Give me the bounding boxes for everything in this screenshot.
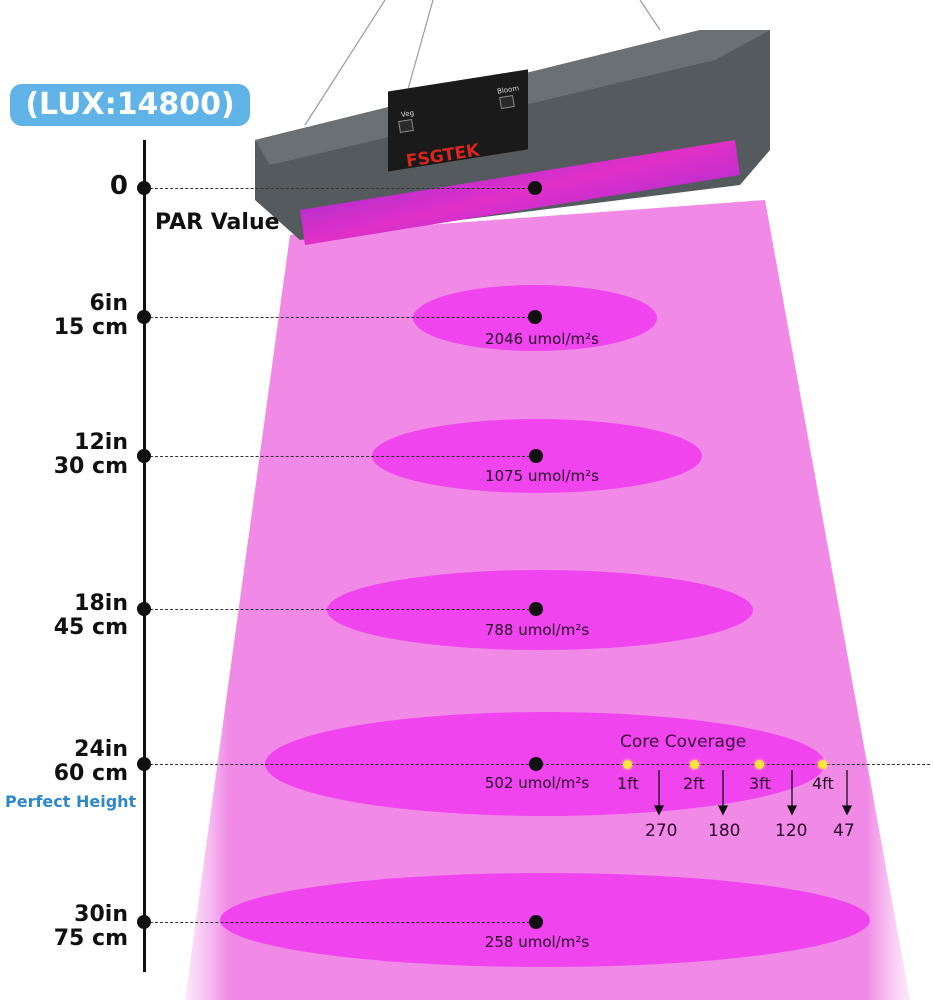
center-dot xyxy=(529,602,543,616)
coverage-value: 47 xyxy=(833,821,855,841)
hanging-wires xyxy=(304,0,661,126)
level-inch: 6in xyxy=(89,291,128,316)
level-cm: 45 cm xyxy=(53,615,128,640)
par-value: 258 umol/m²s xyxy=(484,933,590,951)
level-line xyxy=(150,188,535,189)
par-value: 2046 umol/m²s xyxy=(485,330,599,348)
level-inch: 12in xyxy=(74,430,128,455)
coverage-dot xyxy=(690,760,699,769)
coverage-dot xyxy=(623,760,632,769)
coverage-distance: 4ft xyxy=(812,774,834,793)
axis-tick xyxy=(137,181,151,195)
center-dot xyxy=(528,310,542,324)
core-coverage-title: Core Coverage xyxy=(620,732,747,752)
center-dot xyxy=(529,757,543,771)
axis-tick xyxy=(137,310,151,324)
level-cm: 30 cm xyxy=(53,454,128,479)
axis-tick xyxy=(137,915,151,929)
level-line xyxy=(150,317,535,318)
level-inch: 24in xyxy=(74,737,128,762)
par-value: 788 umol/m²s xyxy=(484,621,590,639)
axis-label: PAR Value xyxy=(155,210,280,235)
center-dot xyxy=(529,915,543,929)
coverage-value: 180 xyxy=(708,821,741,841)
coverage-distance: 2ft xyxy=(683,774,705,793)
level-line xyxy=(150,456,535,457)
level-cm: 15 cm xyxy=(53,315,128,340)
perfect-height-label: Perfect Height xyxy=(5,792,137,811)
center-dot xyxy=(529,449,543,463)
axis-tick xyxy=(137,757,151,771)
level-cm: 60 cm xyxy=(53,761,128,786)
par-value: 1075 umol/m²s xyxy=(485,467,599,485)
par-value: 502 umol/m²s xyxy=(484,774,590,792)
coverage-distance: 1ft xyxy=(617,774,639,793)
height-axis xyxy=(143,140,146,972)
level-line xyxy=(150,922,535,923)
coverage-dot xyxy=(818,760,827,769)
level-inch: 30in xyxy=(74,902,128,927)
center-dot xyxy=(528,181,542,195)
coverage-value: 120 xyxy=(775,821,808,841)
lux-badge: (LUX:14800) xyxy=(10,84,250,126)
level-cm: 75 cm xyxy=(53,926,128,951)
level-line xyxy=(150,609,535,610)
coverage-distance: 3ft xyxy=(749,774,771,793)
coverage-value: 270 xyxy=(645,821,678,841)
level-inch: 18in xyxy=(74,591,128,616)
level-label: 0 xyxy=(109,171,128,201)
axis-tick xyxy=(137,602,151,616)
coverage-dot xyxy=(755,760,764,769)
spot-30in xyxy=(220,873,870,967)
axis-tick xyxy=(137,449,151,463)
